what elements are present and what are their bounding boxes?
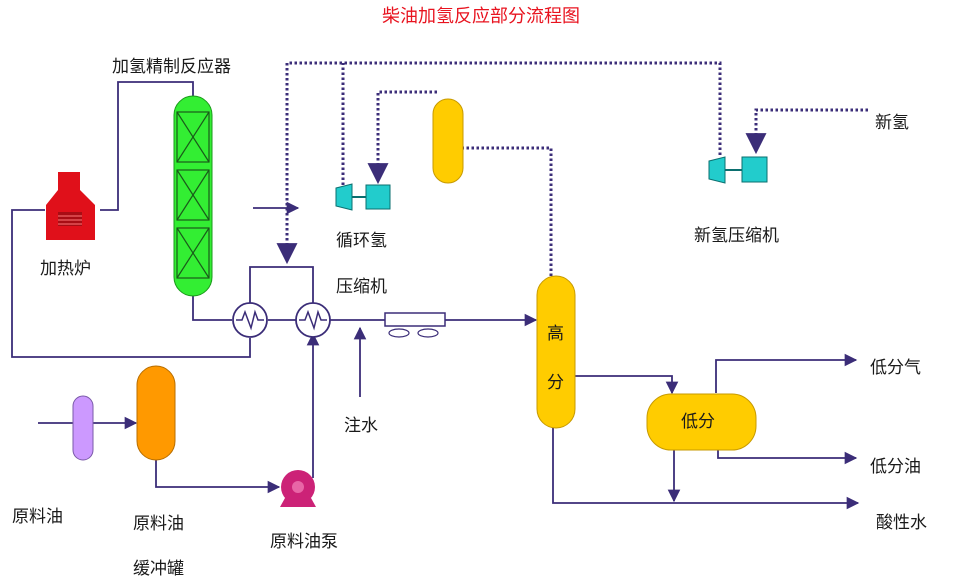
line-reactor-effluent (192, 295, 232, 321)
heat-exchanger-1-icon (232, 302, 268, 338)
water-injection-label: 注水 (344, 416, 378, 436)
heater-label: 加热炉 (40, 259, 91, 279)
fresh-h2-label: 新氢 (875, 113, 909, 133)
line-fresh-h2-to-loop (276, 61, 722, 265)
recycle-compressor-label-1: 循环氢 (336, 231, 387, 251)
feed-pump-label: 原料油泵 (270, 532, 338, 552)
diagram-title: 柴油加氢反应部分流程图 (382, 6, 580, 27)
buffer-tank-label-2: 缓冲罐 (133, 559, 184, 579)
line-buffer-to-pump (155, 460, 281, 494)
buffer-tank-label-1: 原料油 (133, 514, 184, 534)
lp-oil-label: 低分油 (870, 457, 921, 477)
line-hpsep-vapor (463, 146, 553, 276)
fresh-compressor-label: 新氢压缩机 (694, 226, 779, 246)
heater-furnace-icon (46, 172, 95, 240)
line-fresh-h2 (745, 108, 868, 155)
heat-exchanger-2-icon (295, 302, 331, 338)
hydrogen-lines (276, 61, 868, 276)
line-hpsep-to-lpsep (575, 375, 679, 395)
low-pressure-separator (646, 393, 757, 451)
line-h2-loop (249, 266, 314, 303)
line-lp-gas (715, 353, 858, 393)
hp-separator-label-1: 高 (547, 324, 564, 344)
recycle-compressor-label-2: 压缩机 (336, 277, 387, 297)
feed-buffer-tank (136, 365, 176, 461)
lp-gas-label: 低分气 (870, 358, 921, 378)
lp-separator-label: 低分 (681, 412, 715, 432)
process-lines (11, 81, 860, 510)
line-drum-to-recycle (367, 90, 437, 185)
line-hpsep-sourwater (552, 422, 860, 510)
fresh-compressor-icon (708, 156, 768, 184)
reactor-label: 加氢精制反应器 (112, 57, 231, 77)
recycle-hydrogen-drum (432, 98, 464, 184)
feed-pump-icon (280, 470, 316, 507)
high-pressure-separator (536, 275, 576, 429)
line-ex1-to-heater (11, 209, 251, 358)
feed-oil-label: 原料油 (12, 507, 63, 527)
hydrotreating-reactor (173, 95, 213, 297)
feed-filter (72, 395, 94, 461)
recycle-compressor-icon (335, 183, 391, 211)
hp-separator-label-2: 分 (547, 373, 564, 393)
sour-water-label: 酸性水 (876, 513, 927, 533)
air-cooler-icon (384, 312, 446, 338)
line-heater-to-reactor (100, 81, 194, 211)
